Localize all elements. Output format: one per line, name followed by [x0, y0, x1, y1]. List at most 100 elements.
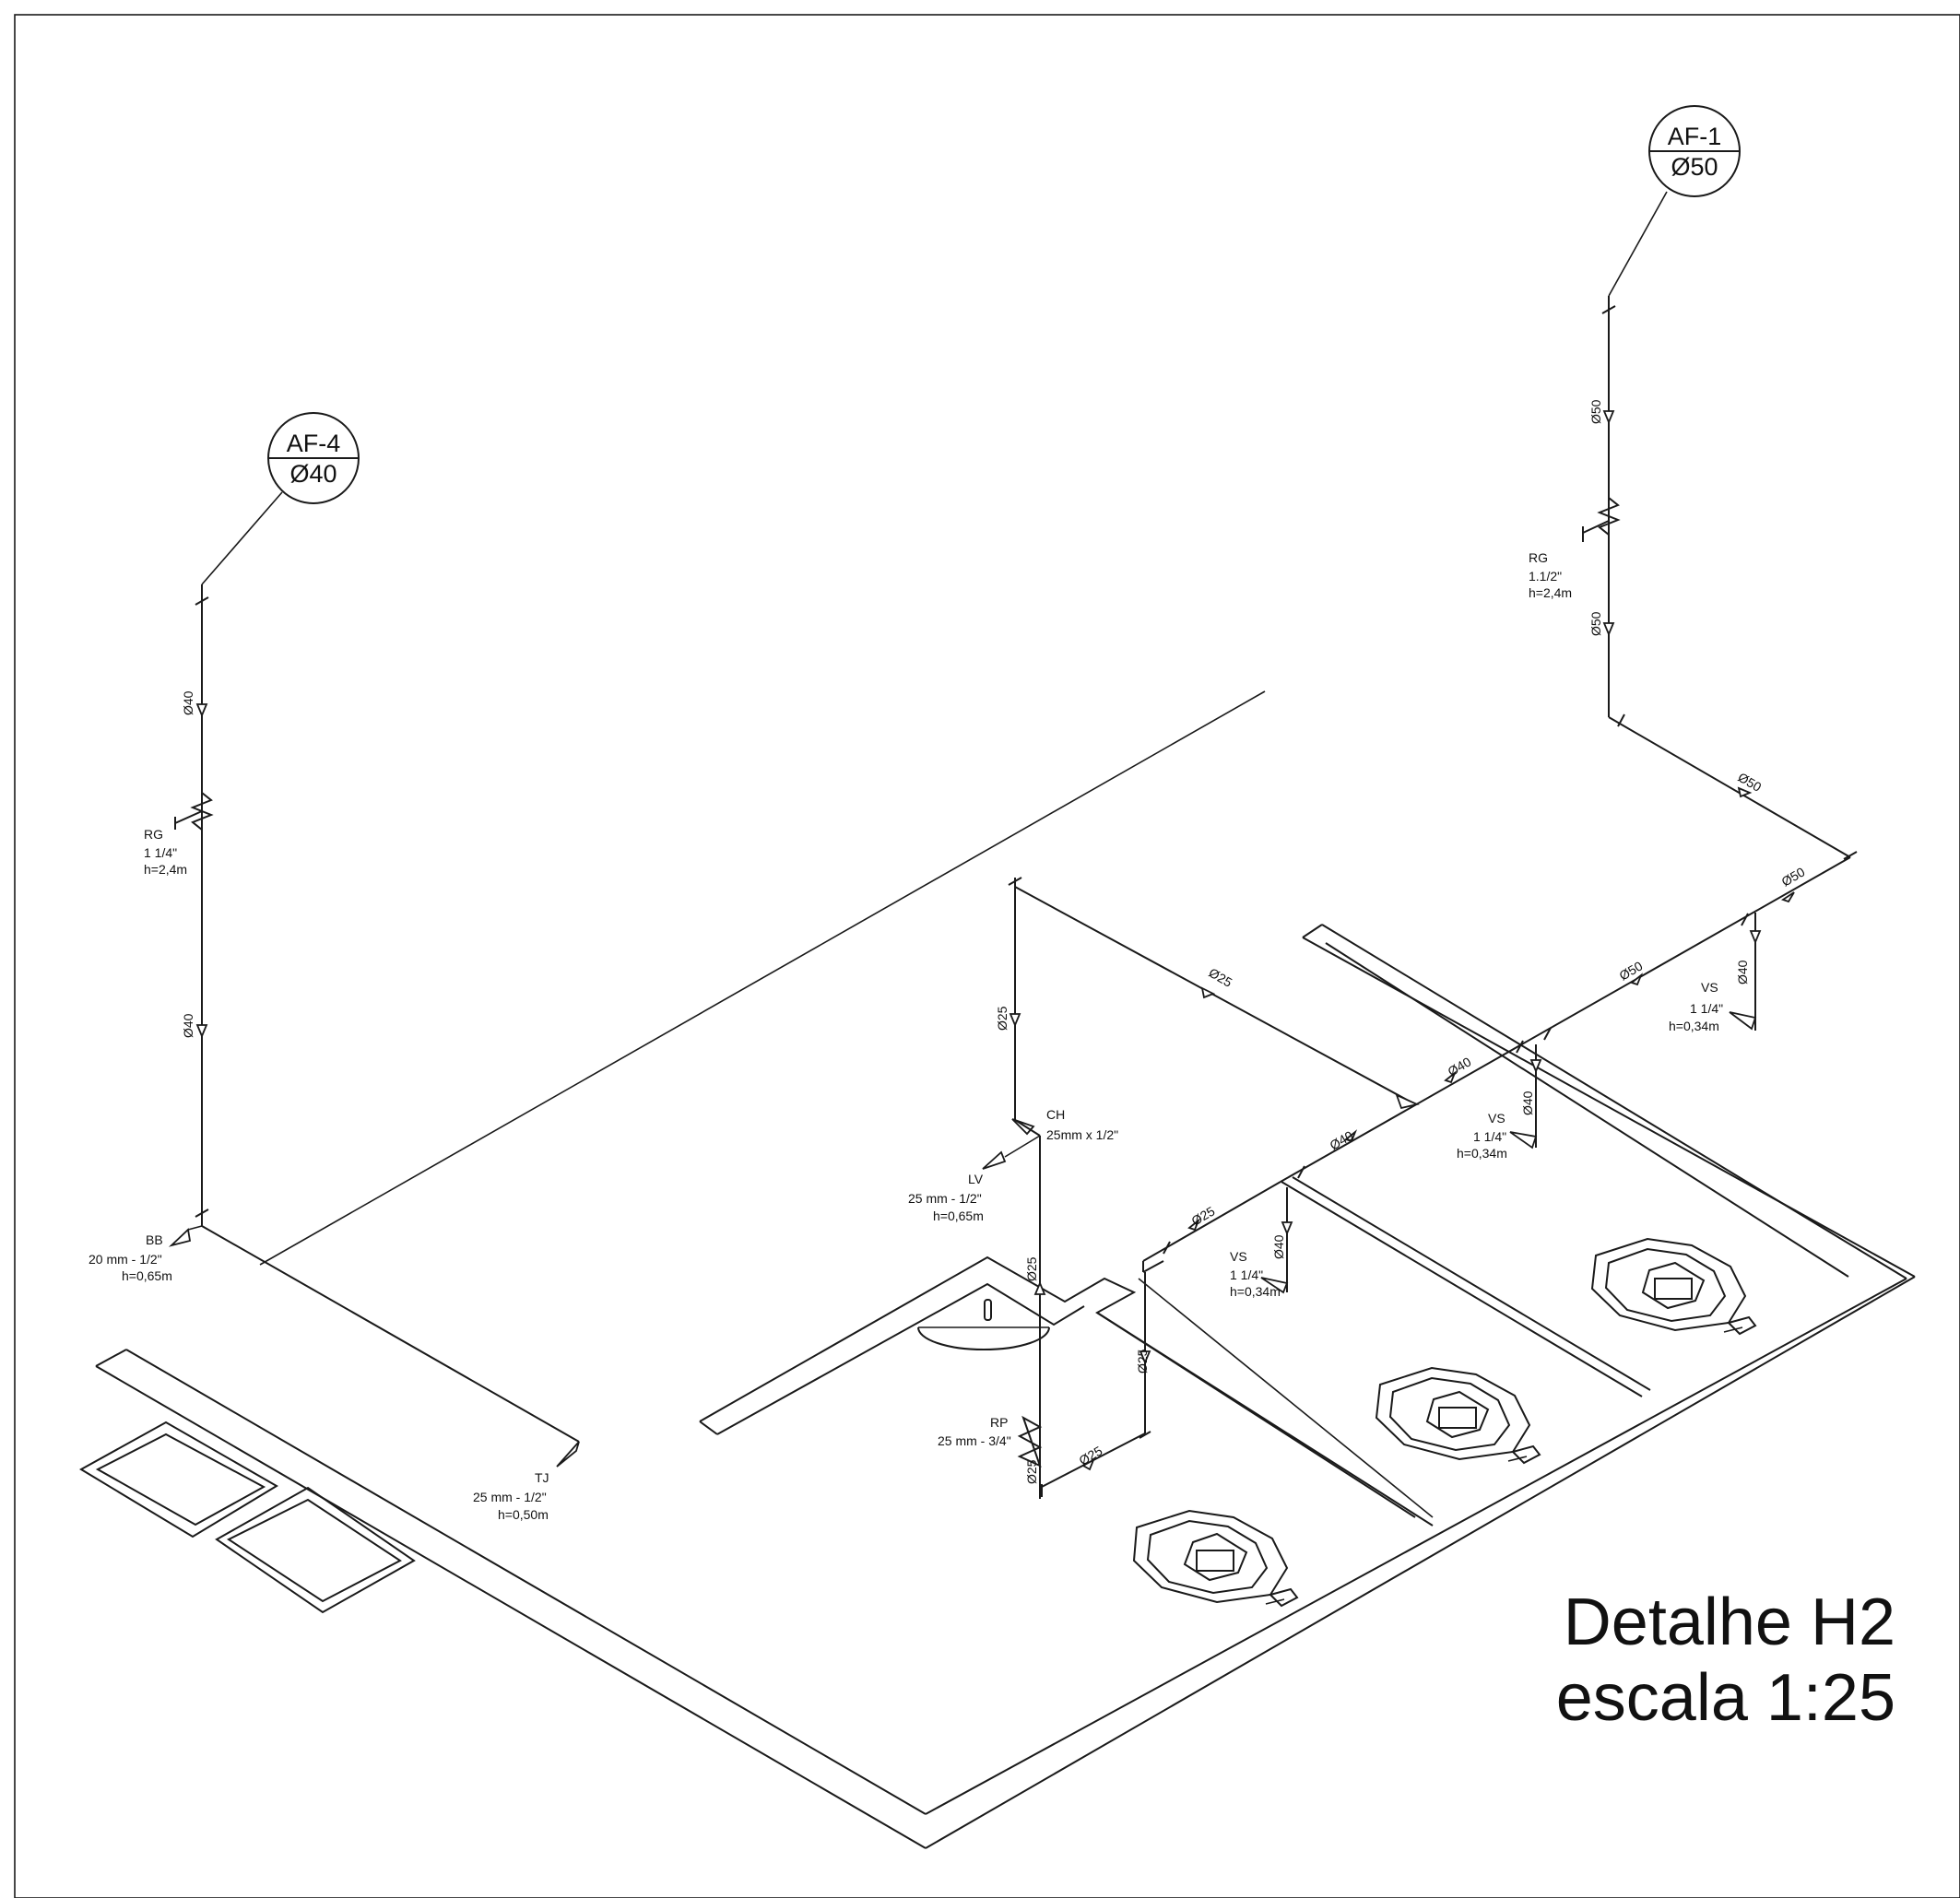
- annotation-rg-right: RG 1.1/2" h=2,4m: [1529, 550, 1572, 600]
- af4-leader: [201, 491, 283, 585]
- main-tick: [1516, 1040, 1524, 1054]
- af1-riser: [1142, 191, 1858, 1294]
- d25-elbow: [1142, 1260, 1164, 1273]
- main-tick: [1741, 913, 1749, 926]
- toilet-3: [1590, 1237, 1757, 1336]
- pipe-label-d25: Ø25: [995, 1006, 1010, 1031]
- toilet-1-feed: [1265, 1598, 1285, 1605]
- toilet-2-rim: [1388, 1376, 1511, 1452]
- flow-arrow: [1200, 986, 1216, 999]
- af4-tick-bottom: [195, 1208, 209, 1218]
- main-pipe-d25: [1142, 1181, 1281, 1262]
- flow-arrow: [1737, 786, 1753, 798]
- pipe-label-d40: Ø40: [1520, 1090, 1535, 1115]
- exterior-pads: [79, 1421, 416, 1614]
- vs1-height: h=0,34m: [1669, 1019, 1719, 1033]
- toilet-2-tank: [1511, 1444, 1541, 1465]
- d25-pipe-diagonal: [1014, 886, 1416, 1105]
- pipe-label-d50: Ø50: [1617, 958, 1646, 983]
- pipe-label-d25: Ø25: [1189, 1203, 1218, 1228]
- toilet-3-bowl: [1590, 1237, 1747, 1332]
- lv-outlet-symbol: [982, 1150, 1007, 1170]
- rg-right-height: h=2,4m: [1529, 585, 1572, 600]
- vs1-size: 1 1/4": [1690, 1001, 1723, 1016]
- pipe-label-d25: Ø25: [1207, 965, 1235, 990]
- title-scale: escala 1:25: [1556, 1661, 1895, 1735]
- toilet-1-rim: [1146, 1519, 1269, 1595]
- tag-af1: AF-1 Ø50: [1648, 105, 1741, 197]
- flow-arrow: [1033, 1280, 1046, 1295]
- pad-2-inner: [226, 1498, 402, 1603]
- rg-right-code: RG: [1529, 550, 1548, 565]
- toilet-2-outlet: [1438, 1407, 1477, 1429]
- main-tick: [1543, 1027, 1552, 1041]
- pipe-label-d40: Ø40: [181, 690, 195, 715]
- bb-code: BB: [146, 1232, 163, 1247]
- far-wall-cap: [1302, 924, 1323, 938]
- right-wall-outer: [925, 1276, 1916, 1849]
- annotation-vs-2: VS 1 1/4" h=0,34m: [1457, 1111, 1507, 1161]
- af1-tick-bend: [1617, 713, 1625, 727]
- toilet-1-bowl: [1132, 1509, 1289, 1604]
- lv-code: LV: [968, 1172, 984, 1186]
- rg-valve-left-symbol: [190, 790, 214, 832]
- ch-code: CH: [1046, 1107, 1065, 1122]
- tj-height: h=0,50m: [498, 1507, 549, 1522]
- rg-right-size: 1.1/2": [1529, 569, 1562, 584]
- vs2-code: VS: [1488, 1111, 1505, 1126]
- flow-arrow: [1529, 1059, 1542, 1074]
- flow-arrow: [1139, 1350, 1151, 1365]
- annotation-lv: LV 25 mm - 1/2" h=0,65m: [908, 1172, 984, 1223]
- flow-arrow: [1081, 1458, 1095, 1471]
- vs3-outlet-symbol: [1260, 1277, 1289, 1294]
- annotation-ch: CH 25mm x 1/2": [1046, 1107, 1118, 1142]
- tag-af4-diameter: Ø40: [289, 460, 337, 488]
- toilet-3-feed: [1723, 1326, 1743, 1333]
- stall-dividers: [1138, 1176, 1651, 1518]
- rg-valve-right-symbol: [1597, 495, 1621, 537]
- vs2-outlet-symbol: [1509, 1131, 1538, 1149]
- d25-tick-mid: [1139, 1431, 1151, 1439]
- pad-1-inner: [95, 1432, 266, 1527]
- bb-outlet-line: [187, 1225, 203, 1231]
- ch-size: 25mm x 1/2": [1046, 1127, 1118, 1142]
- lv-height: h=0,65m: [933, 1208, 984, 1223]
- annotation-vs-3: VS 1 1/4" h=0,34m: [1230, 1249, 1281, 1299]
- flow-arrow: [1749, 930, 1762, 945]
- flow-arrow: [1630, 973, 1644, 986]
- lv-branch: [1004, 1135, 1041, 1158]
- front-wall-end: [95, 1349, 127, 1367]
- pipe-label-d50: Ø50: [1588, 399, 1603, 424]
- pipe-label-d40: Ø40: [181, 1013, 195, 1038]
- room-outline: [95, 690, 1916, 1849]
- af4-tick-top: [195, 596, 209, 606]
- vs2-height: h=0,34m: [1457, 1146, 1507, 1161]
- main-tick: [1297, 1165, 1305, 1179]
- tj-code: TJ: [535, 1470, 549, 1485]
- tj-outlet-symbol: [556, 1441, 580, 1468]
- flow-arrow: [1780, 891, 1795, 903]
- toilet-1: [1132, 1509, 1299, 1608]
- flow-arrow: [1344, 1129, 1358, 1143]
- annotation-vs-1: VS 1 1/4" h=0,34m: [1669, 980, 1723, 1033]
- divider-2a: [1138, 1278, 1434, 1518]
- right-wall-inner: [925, 1278, 1907, 1815]
- annotation-bb: BB 20 mm - 1/2" h=0,65m: [89, 1232, 172, 1283]
- front-wall-outer: [95, 1365, 927, 1849]
- vs3-height: h=0,34m: [1230, 1284, 1281, 1299]
- rg-left-code: RG: [144, 827, 163, 842]
- flow-arrow: [1444, 1070, 1458, 1084]
- partition-end: [699, 1421, 718, 1435]
- tag-af4: AF-4 Ø40: [267, 412, 360, 504]
- flow-arrow: [1602, 622, 1615, 637]
- flow-arrow: [1009, 1013, 1021, 1028]
- af1-tick-corner: [1843, 851, 1858, 860]
- flow-arrow: [1187, 1218, 1201, 1232]
- tag-af1-id: AF-1: [1668, 123, 1722, 150]
- pipe-label-d25: Ø25: [1135, 1349, 1150, 1373]
- title-detail: Detalhe H2: [1564, 1586, 1895, 1659]
- ch-branch: [1014, 1119, 1041, 1137]
- toilet-1-outlet: [1196, 1550, 1234, 1572]
- annotation-rp: RP 25 mm - 3/4": [938, 1415, 1011, 1448]
